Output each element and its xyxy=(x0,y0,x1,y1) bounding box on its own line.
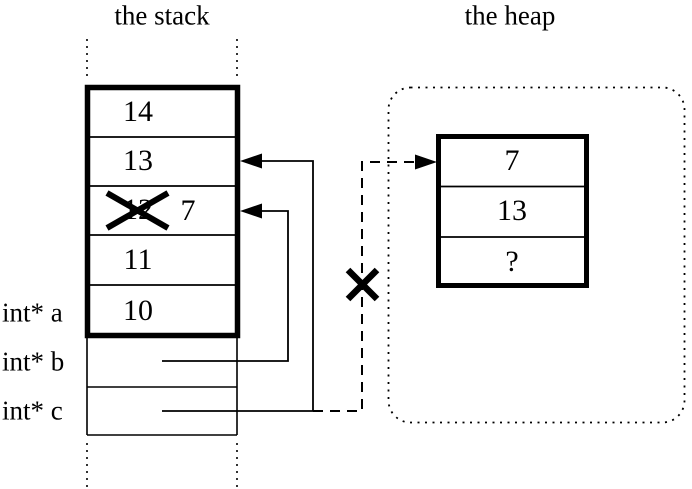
dangling-pointer-arrowhead-icon xyxy=(415,154,437,170)
stack-cell-replacement-value: 7 xyxy=(180,194,196,227)
pointer-c-line xyxy=(162,160,314,412)
stack-cell-value-13: 13 xyxy=(123,144,153,177)
stack-cell-value-11: 11 xyxy=(123,243,153,276)
pointer-b-line xyxy=(162,210,289,362)
var-label-b: int* b xyxy=(2,346,65,377)
stack-frame-box xyxy=(84,84,241,339)
dangling-pointer-cross-icon xyxy=(345,267,380,302)
var-label-a: int* a xyxy=(2,297,63,328)
pointer-c-arrowhead-icon xyxy=(240,153,262,169)
stack-cell-value-10: 10 xyxy=(123,294,153,327)
heap-cell-value-unknown: ? xyxy=(505,245,519,278)
heap-region-outline xyxy=(387,86,686,424)
stack-cell-value-14: 14 xyxy=(123,95,153,128)
heap-cell-value-13: 13 xyxy=(497,194,527,227)
stack-cell-value-12-crossed-out: 12 xyxy=(123,193,153,226)
crossed-out-value-icon xyxy=(105,190,170,231)
stack-title: the stack xyxy=(114,0,210,31)
pointer-b-arrowhead-icon xyxy=(240,203,262,219)
heap-title: the heap xyxy=(464,0,556,31)
var-label-c: int* c xyxy=(2,395,63,426)
heap-block-box xyxy=(436,134,589,288)
heap-cell-value-7: 7 xyxy=(504,144,520,177)
